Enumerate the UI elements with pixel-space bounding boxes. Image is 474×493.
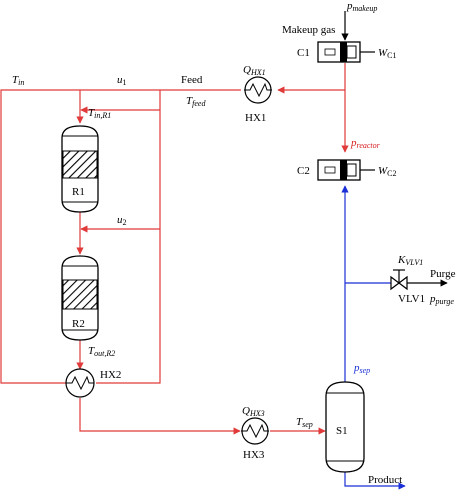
label-makeup-gas: Makeup gas	[282, 24, 335, 36]
label-q-hx1: QHX1	[243, 64, 266, 77]
label-q-hx3: QHX3	[242, 405, 265, 418]
label-u2: u2	[117, 214, 127, 227]
label-hx2: HX2	[100, 369, 121, 381]
label-w-c2: WC2	[378, 165, 397, 178]
label-t-sep: Tsep	[296, 416, 313, 429]
heat-exchanger-hx1	[244, 76, 272, 104]
label-p-makeup: pmakeup	[346, 0, 377, 13]
label-p-purge: ppurge	[429, 293, 454, 306]
valve-vlv1	[390, 269, 408, 291]
heat-exchanger-hx2	[65, 368, 95, 398]
label-t-in: Tin	[12, 74, 24, 87]
stream-hx2-to-hx3	[79, 398, 241, 435]
label-c1: C1	[297, 47, 310, 59]
label-t-feed: Tfeed	[186, 95, 206, 108]
label-product: Product	[368, 474, 402, 486]
label-r2: R2	[72, 318, 85, 330]
label-vlv1: VLV1	[398, 293, 425, 305]
label-feed: Feed	[181, 74, 203, 86]
labels: pmakeup Makeup gas C1 WC1 QHX1 HX1 Feed …	[12, 0, 456, 486]
reactor-r1	[61, 125, 99, 213]
label-r1: R1	[72, 186, 85, 198]
label-c2: C2	[297, 165, 310, 177]
heat-exchanger-hx3	[241, 417, 269, 445]
compressor-c1	[317, 41, 361, 63]
stream-bypass	[96, 90, 161, 384]
label-w-c1: WC1	[378, 47, 397, 60]
red-streams	[0, 63, 349, 435]
label-hx1: HX1	[245, 112, 266, 124]
stream-product	[344, 470, 406, 490]
label-t-out-r2: Tout,R2	[88, 345, 115, 358]
label-s1: S1	[336, 425, 348, 437]
label-k-vlv1: KVLV1	[397, 254, 423, 267]
label-hx3: HX3	[243, 449, 265, 461]
stream-feed-header	[0, 89, 241, 384]
blue-streams	[341, 185, 406, 490]
label-u1: u1	[117, 74, 127, 87]
black-lines	[341, 11, 448, 287]
reactor-r2	[61, 255, 99, 341]
label-purge: Purge	[430, 268, 456, 280]
separator-s1	[325, 381, 365, 473]
compressor-c2	[317, 159, 361, 181]
label-p-sep: psep	[353, 362, 370, 375]
label-t-in-r1: Tin,R1	[88, 107, 111, 120]
label-p-reactor: preactor	[350, 137, 381, 150]
